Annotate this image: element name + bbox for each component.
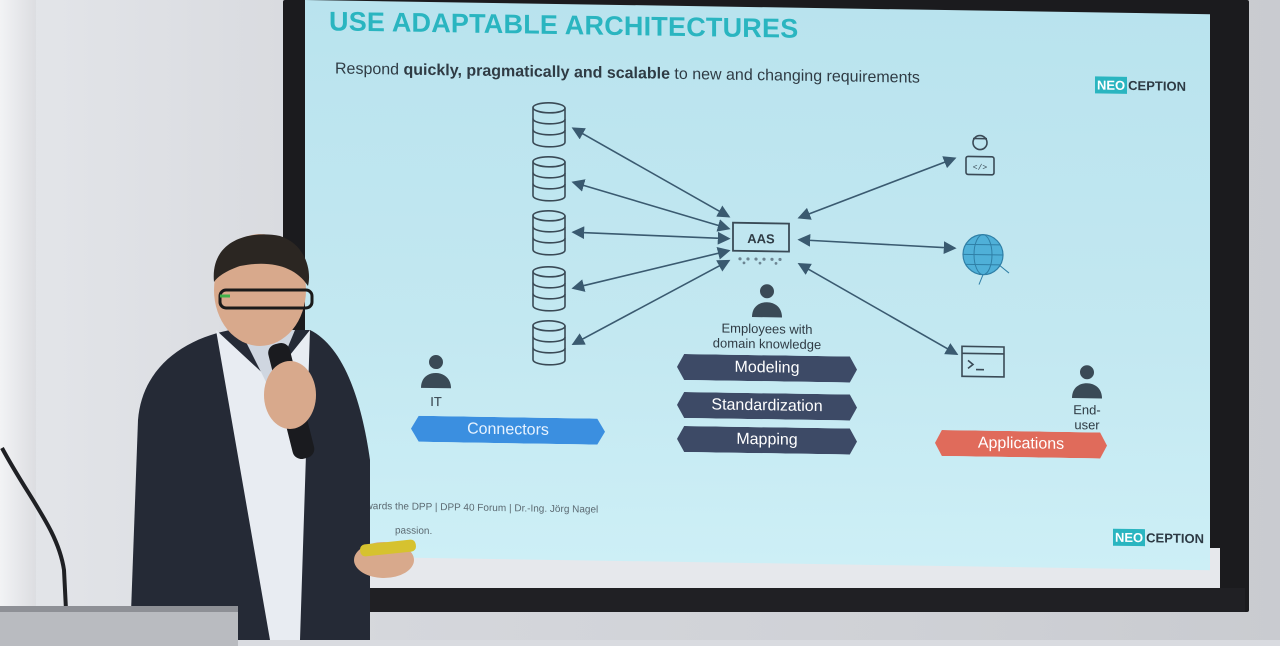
aas-label: AAS <box>747 231 775 246</box>
database-icon <box>531 156 567 203</box>
applications-pill: Applications <box>935 430 1107 459</box>
person-icon <box>1070 362 1104 401</box>
employees-label-line2: domain knowledge <box>705 335 829 352</box>
logo-text: CEPTION <box>1146 530 1204 546</box>
standardization-step: Standardization <box>677 392 857 421</box>
screen-bottom-bar <box>350 588 1245 612</box>
terminal-window-icon <box>960 344 1006 379</box>
person-icon <box>750 281 784 320</box>
enduser-label-line1: End- <box>1065 402 1109 418</box>
database-icon <box>531 320 567 367</box>
microphone-stand <box>0 440 80 610</box>
svg-text:</>: </> <box>973 163 988 172</box>
aas-icon: AAS <box>730 219 792 266</box>
connectors-pill: Connectors <box>411 416 605 445</box>
database-icon <box>531 266 567 313</box>
modeling-step: Modeling <box>677 354 857 383</box>
database-icon <box>531 102 567 149</box>
developer-icon: </> <box>960 130 1000 179</box>
mapping-step: Mapping <box>677 426 857 455</box>
globe-network-icon <box>955 232 1015 293</box>
enduser-label-line2: user <box>1065 417 1109 433</box>
database-icon <box>531 210 567 257</box>
podium <box>0 606 238 646</box>
logo-mark: NEO <box>1113 529 1145 547</box>
enduser-label: End- user <box>1065 402 1109 433</box>
presentation-slide: USE ADAPTABLE ARCHITECTURES Respond quic… <box>305 0 1210 570</box>
presenter <box>120 230 440 640</box>
employees-label: Employees with domain knowledge <box>705 320 829 352</box>
